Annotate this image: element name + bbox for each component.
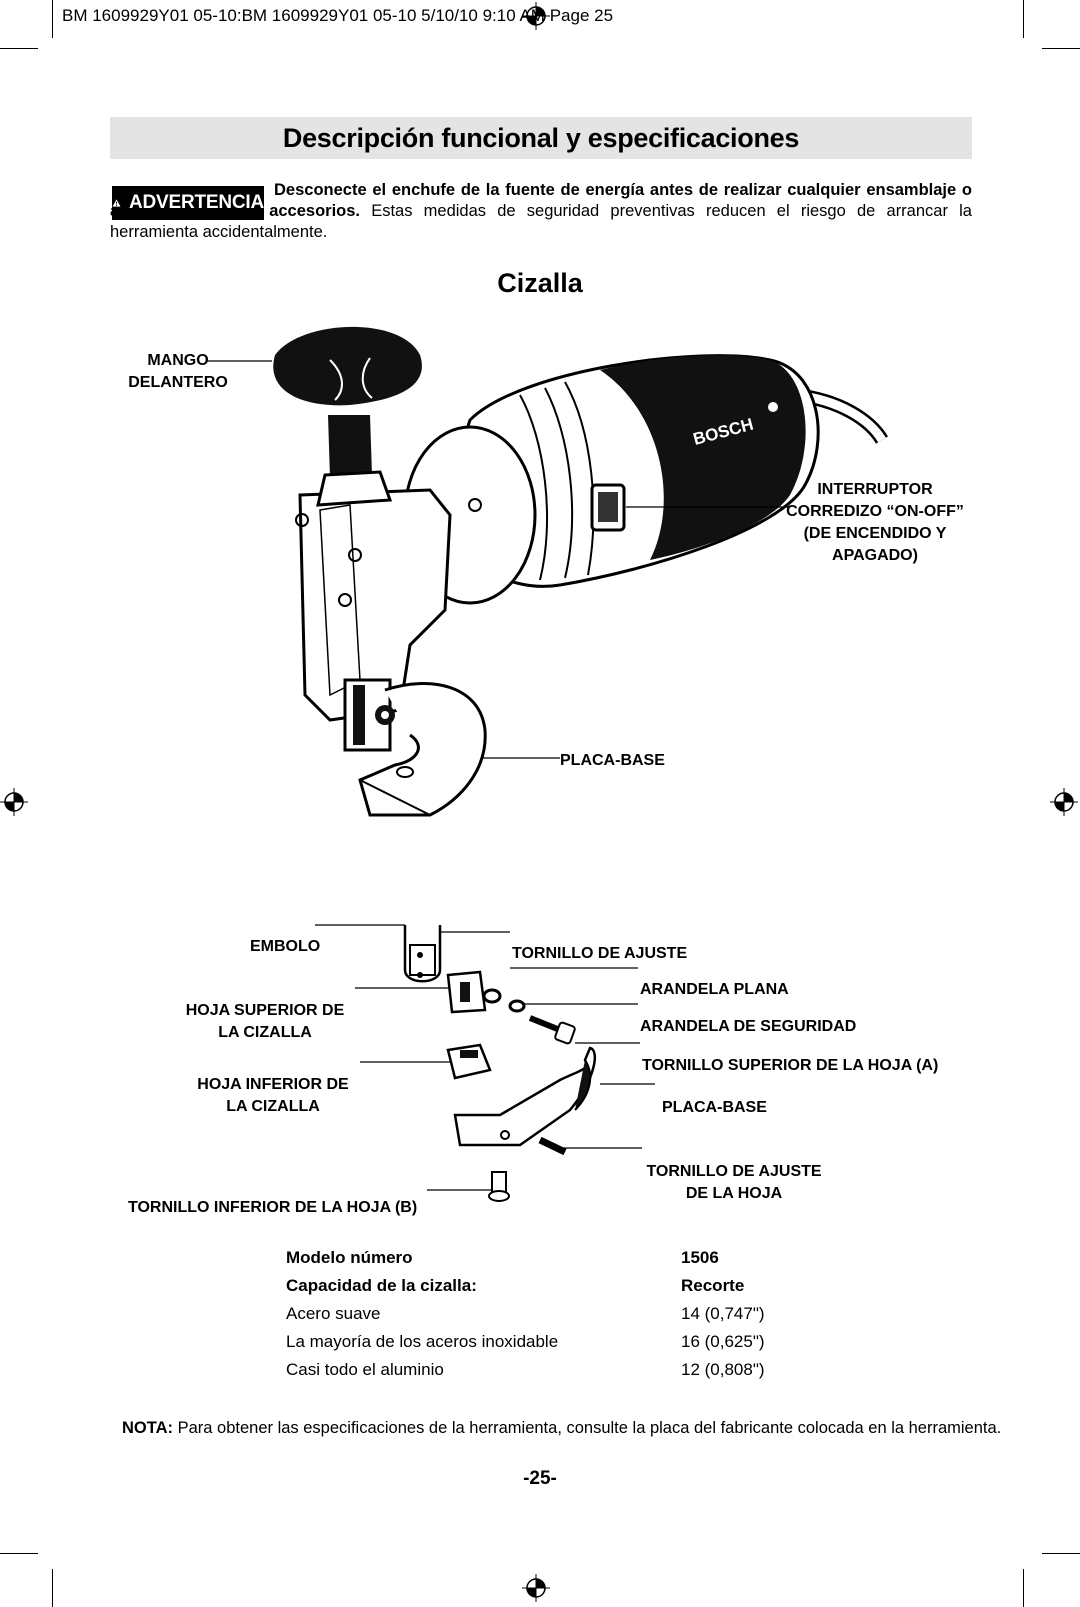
- callout-front-handle: MANGO DELANTERO: [128, 352, 228, 391]
- crop-mark: [1023, 1569, 1024, 1607]
- crop-mark: [0, 48, 38, 49]
- crop-mark: [1042, 48, 1080, 49]
- warning-body-text: Estas medidas de seguridad preventivas r…: [110, 202, 972, 241]
- registration-mark-icon: [0, 788, 28, 816]
- callout-blade-adjust-screw: TORNILLO DE AJUSTE DE LA HOJA: [646, 1163, 822, 1202]
- page-number: -25-: [523, 1468, 557, 1489]
- spec-row-model: Modelo número 1506: [286, 1248, 719, 1267]
- crop-mark: [1042, 1553, 1080, 1554]
- spec-row-aluminum: Casi todo el aluminio 12 (0,808"): [286, 1360, 765, 1379]
- callout-flat-washer: ARANDELA PLANA: [640, 981, 789, 998]
- callout-upper-blade-screw: TORNILLO SUPERIOR DE LA HOJA (A): [642, 1057, 939, 1074]
- callout-plunger: EMBOLO: [250, 938, 321, 955]
- callout-base-plate: PLACA-BASE: [560, 752, 665, 769]
- callout-lower-blade-screw: TORNILLO INFERIOR DE LA HOJA (B): [128, 1199, 418, 1216]
- shear-tool-illustration: BOSCH: [207, 326, 889, 817]
- section-title: Cizalla: [497, 268, 583, 298]
- page-title: Descripción funcional y especificaciones: [282, 123, 800, 153]
- callout-upper-blade: HOJA SUPERIOR DE LA CIZALLA: [185, 1002, 345, 1041]
- callout-lock-washer: ARANDELA DE SEGURIDAD: [640, 1018, 857, 1035]
- note: NOTA: Para obtener las especificaciones …: [122, 1419, 1001, 1438]
- note-label: NOTA:: [122, 1419, 174, 1437]
- spec-row-mild-steel: Acero suave 14 (0,747"): [286, 1304, 765, 1323]
- registration-mark-icon: [522, 2, 550, 30]
- callout-lower-blade: HOJA INFERIOR DE LA CIZALLA: [197, 1076, 349, 1115]
- spec-row-stainless: La mayoría de los aceros inoxidable 16 (…: [286, 1332, 765, 1351]
- note-text: Para obtener las especificaciones de la …: [173, 1419, 1002, 1437]
- crop-mark: [52, 0, 53, 38]
- callout-base-plate-exploded: PLACA-BASE: [662, 1099, 767, 1116]
- callout-switch: INTERRUPTOR CORREDIZO “ON-OFF” (DE ENCEN…: [786, 481, 964, 564]
- registration-mark-icon: [1050, 788, 1078, 816]
- warning-badge: ADVERTENCIA: [112, 186, 264, 220]
- crop-mark: [0, 1553, 38, 1554]
- crop-mark: [52, 1569, 53, 1607]
- print-slug: BM 1609929Y01 05-10:BM 1609929Y01 05-10 …: [62, 6, 614, 25]
- exploded-view-illustration: [315, 924, 655, 1202]
- crop-mark: [1023, 0, 1024, 38]
- registration-mark-icon: [522, 1574, 550, 1602]
- callout-adjusting-screw: TORNILLO DE AJUSTE: [512, 945, 688, 962]
- title-bar: Descripción funcional y especificaciones: [110, 117, 972, 159]
- warning-triangle-icon: [112, 199, 121, 207]
- warning-label: ADVERTENCIA: [128, 192, 264, 213]
- spec-row-capacity: Capacidad de la cizalla: Recorte: [286, 1276, 745, 1295]
